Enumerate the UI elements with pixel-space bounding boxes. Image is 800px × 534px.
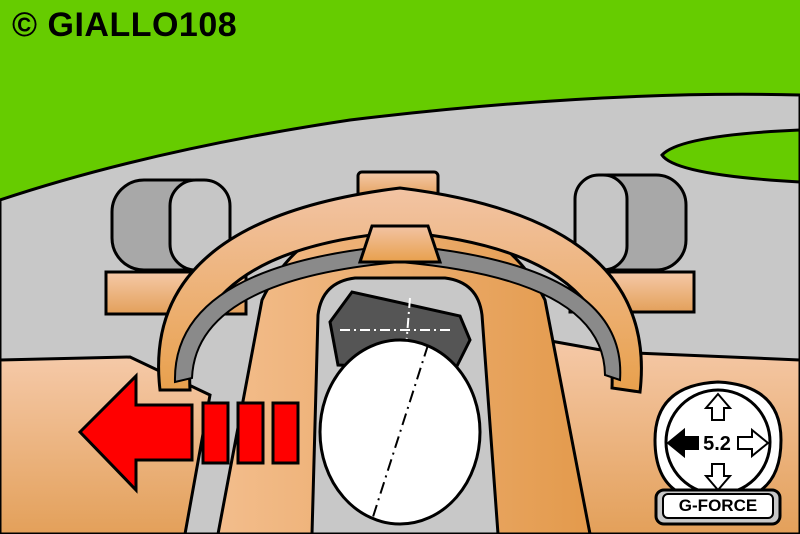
indicator-bar-2 <box>236 401 265 465</box>
halo <box>157 186 643 394</box>
gforce-down-arrow-icon <box>703 463 733 492</box>
gforce-label: G-FORCE <box>678 496 758 515</box>
driver-helmet <box>318 338 482 526</box>
gforce-up-arrow-icon <box>703 392 733 421</box>
direction-arrow-left-indicator <box>77 372 300 494</box>
right-front-wheel <box>573 173 688 272</box>
gforce-left-arrow-icon <box>666 427 699 459</box>
gforce-gauge <box>653 380 783 526</box>
indicator-bar-3 <box>271 401 300 465</box>
gforce-right-arrow-icon <box>737 427 770 459</box>
grass-inner-curve <box>660 128 800 184</box>
indicator-bar-1 <box>201 401 230 465</box>
copyright-watermark: © GIALLO108 <box>12 6 238 44</box>
left-front-wheel <box>110 178 232 272</box>
left-arrow-icon <box>77 372 194 494</box>
gforce-value: 5.2 <box>703 433 731 455</box>
